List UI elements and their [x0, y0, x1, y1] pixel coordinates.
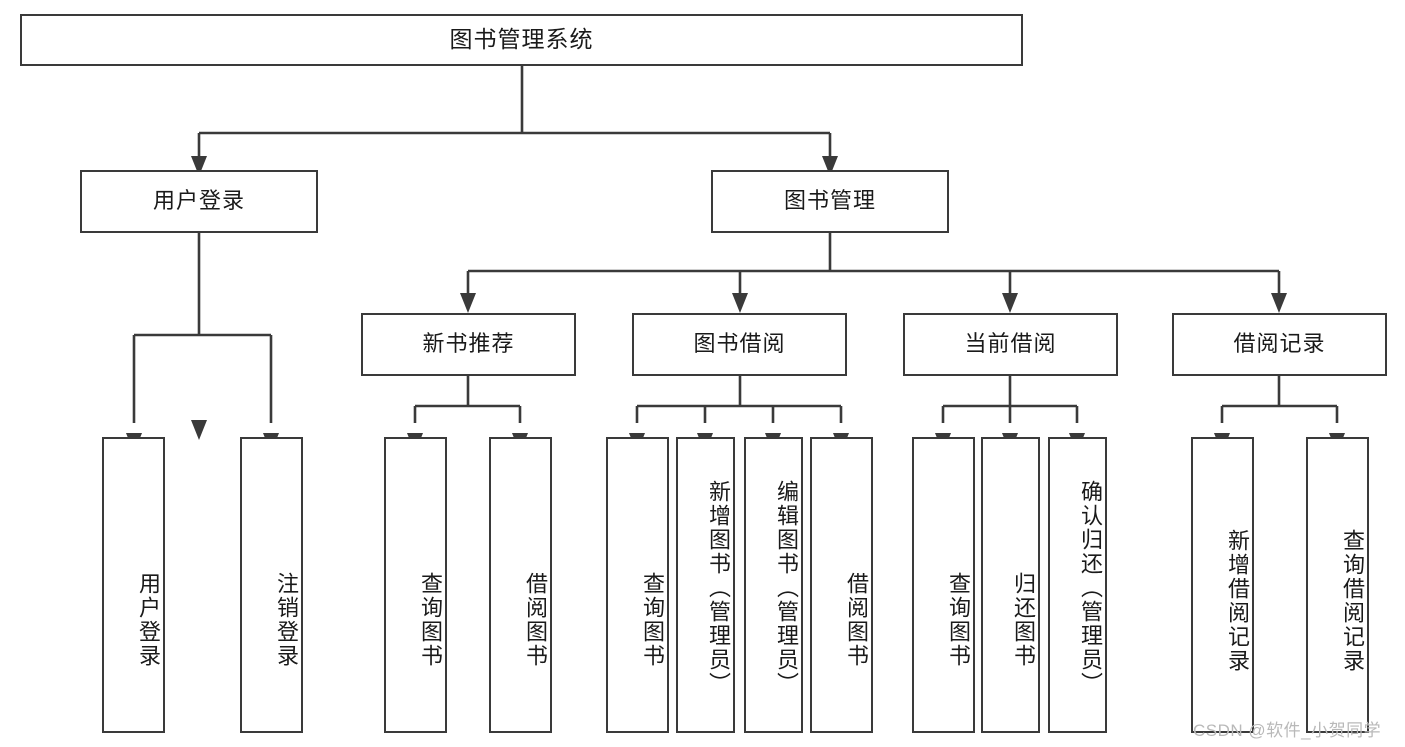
node-leaf-logout-label: 注销登录: [274, 572, 299, 668]
node-borrow-record[interactable]: 借阅记录: [1172, 313, 1387, 376]
node-leaf-query-book-3-label: 查询图书: [946, 572, 971, 668]
node-leaf-confirm-return-label: 确认归还（管理员）: [1078, 480, 1103, 696]
node-leaf-user-login[interactable]: 用户登录: [102, 437, 165, 733]
node-leaf-confirm-return[interactable]: 确认归还（管理员）: [1048, 437, 1107, 733]
node-leaf-query-book-1-label: 查询图书: [418, 572, 443, 668]
node-leaf-edit-book-label: 编辑图书（管理员）: [774, 480, 799, 696]
node-book-management-label: 图书管理: [783, 188, 876, 214]
node-current-borrow[interactable]: 当前借阅: [903, 313, 1118, 376]
node-leaf-borrow-book-2-label: 借阅图书: [844, 572, 869, 668]
node-leaf-query-book-3[interactable]: 查询图书: [912, 437, 975, 733]
csdn-watermark: CSDN @软件_小贺同学: [1193, 721, 1382, 740]
node-leaf-query-record-label: 查询借阅记录: [1340, 529, 1365, 673]
node-book-management[interactable]: 图书管理: [711, 170, 949, 233]
node-leaf-borrow-book-1-label: 借阅图书: [523, 572, 548, 668]
node-new-book-recommend[interactable]: 新书推荐: [361, 313, 576, 376]
node-leaf-borrow-book-2[interactable]: 借阅图书: [810, 437, 873, 733]
node-leaf-query-book-2[interactable]: 查询图书: [606, 437, 669, 733]
node-leaf-logout[interactable]: 注销登录: [240, 437, 303, 733]
node-leaf-add-book[interactable]: 新增图书（管理员）: [676, 437, 735, 733]
node-current-borrow-label: 当前借阅: [964, 331, 1057, 357]
node-leaf-query-book-2-label: 查询图书: [640, 572, 665, 668]
node-new-book-recommend-label: 新书推荐: [422, 331, 515, 357]
node-borrow-record-label: 借阅记录: [1233, 331, 1326, 357]
node-leaf-return-book[interactable]: 归还图书: [981, 437, 1040, 733]
node-leaf-user-login-label: 用户登录: [136, 572, 161, 668]
node-leaf-add-record-label: 新增借阅记录: [1225, 529, 1250, 673]
node-leaf-query-book-1[interactable]: 查询图书: [384, 437, 447, 733]
node-leaf-query-record[interactable]: 查询借阅记录: [1306, 437, 1369, 733]
node-book-borrow[interactable]: 图书借阅: [632, 313, 847, 376]
node-leaf-add-book-label: 新增图书（管理员）: [706, 480, 731, 696]
node-root-label: 图书管理系统: [449, 26, 594, 53]
node-book-borrow-label: 图书借阅: [693, 331, 786, 357]
node-leaf-return-book-label: 归还图书: [1011, 572, 1036, 668]
node-leaf-borrow-book-1[interactable]: 借阅图书: [489, 437, 552, 733]
node-leaf-edit-book[interactable]: 编辑图书（管理员）: [744, 437, 803, 733]
node-user-login[interactable]: 用户登录: [80, 170, 318, 233]
node-user-login-label: 用户登录: [152, 188, 245, 214]
node-leaf-add-record[interactable]: 新增借阅记录: [1191, 437, 1254, 733]
node-root[interactable]: 图书管理系统: [20, 14, 1023, 66]
